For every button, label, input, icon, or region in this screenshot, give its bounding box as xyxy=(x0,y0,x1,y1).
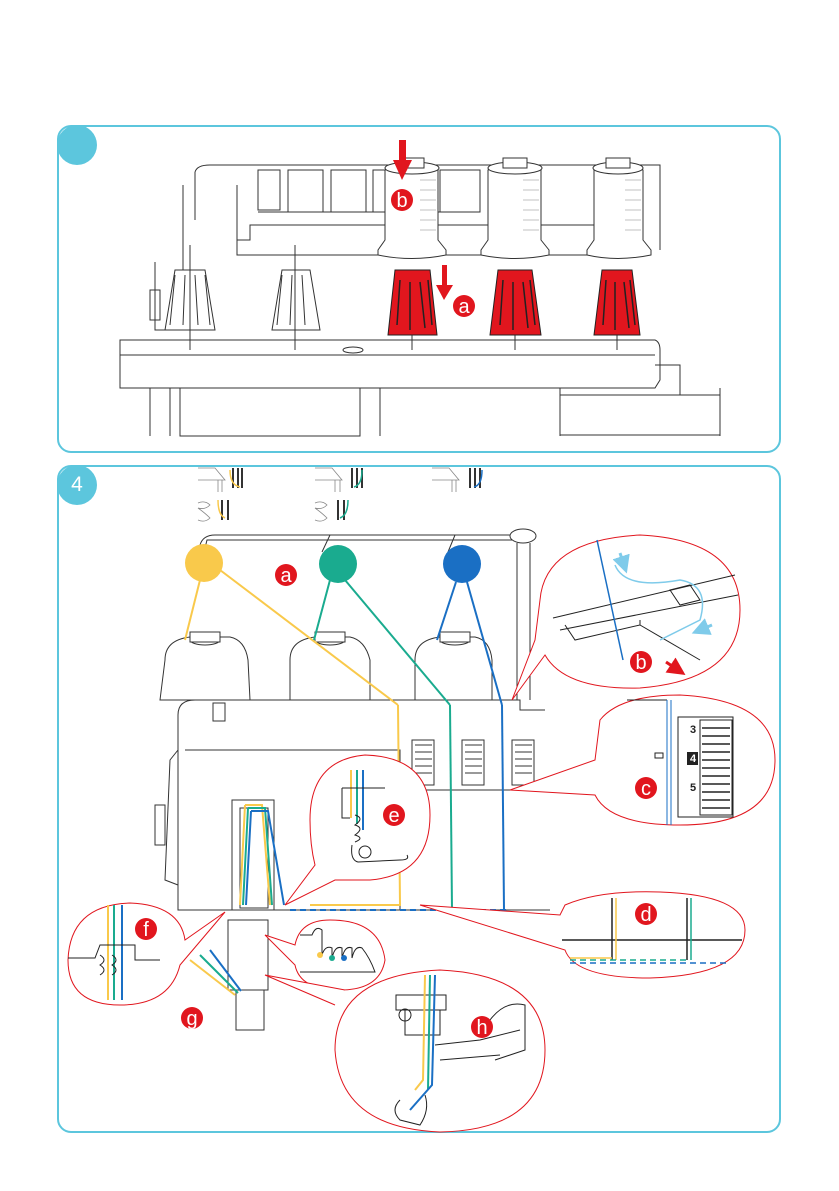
thread-spool xyxy=(481,158,549,259)
thread-spool xyxy=(415,632,492,700)
dial-value-3: 3 xyxy=(690,724,696,736)
green-thread-guide xyxy=(319,545,357,583)
yellow-thread-guide xyxy=(185,544,223,582)
callout-bubble-d xyxy=(420,892,745,978)
callout-label-a4: a xyxy=(275,564,297,587)
blue-dot xyxy=(341,955,347,961)
thread-spool xyxy=(587,158,651,259)
svg-text:c: c xyxy=(641,778,651,800)
red-cone-holder xyxy=(490,270,541,335)
stitch-type-icons xyxy=(198,468,482,521)
callout-bubble-c xyxy=(510,695,775,825)
svg-text:b: b xyxy=(635,652,646,674)
svg-text:e: e xyxy=(388,805,399,827)
svg-text:a: a xyxy=(280,565,292,587)
thread-spool xyxy=(160,632,250,700)
callout-bubble-h xyxy=(265,970,545,1132)
callout-label-g: g xyxy=(181,1007,203,1030)
thread-spool xyxy=(290,632,370,700)
svg-text:a: a xyxy=(458,296,470,318)
svg-text:h: h xyxy=(476,1017,487,1039)
red-cone-holder xyxy=(388,270,437,335)
svg-text:b: b xyxy=(396,190,407,212)
green-dot xyxy=(329,955,335,961)
svg-text:g: g xyxy=(186,1008,197,1030)
blue-thread-guide xyxy=(443,545,481,583)
g-area-threads xyxy=(190,950,241,995)
callout-label-a: a xyxy=(453,295,475,318)
yellow-dot xyxy=(317,952,323,958)
red-cone-holder xyxy=(594,270,640,335)
dial-value-5: 5 xyxy=(690,782,696,794)
svg-text:f: f xyxy=(143,919,149,941)
thread-spool xyxy=(378,158,446,259)
dial-value-4: 4 xyxy=(690,753,697,765)
down-arrow-icon xyxy=(436,265,453,300)
svg-text:d: d xyxy=(640,904,651,926)
